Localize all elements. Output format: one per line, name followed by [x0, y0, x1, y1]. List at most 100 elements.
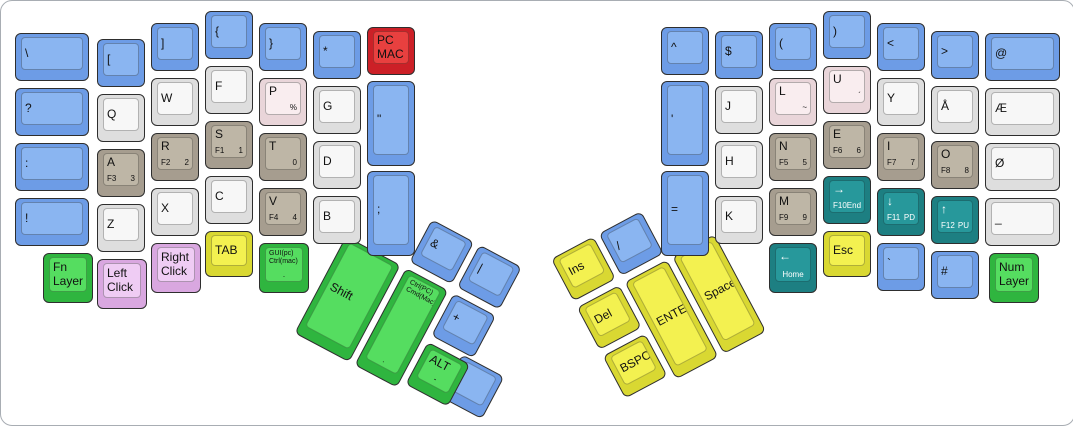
- key-right-bracket-label: ]: [161, 35, 165, 50]
- key-h-label: H: [725, 153, 734, 168]
- key-at-label: @: [995, 45, 1008, 60]
- key-equals[interactable]: =: [661, 171, 709, 256]
- key-arrow-down-label: ↓: [887, 194, 893, 208]
- key-q[interactable]: Q: [97, 94, 145, 142]
- key-arrow-right-sublabel: End: [846, 201, 862, 210]
- key-plus-label: +: [449, 309, 463, 325]
- key-bspc-top: BSPC: [609, 339, 658, 386]
- key-semicolon[interactable]: ;: [367, 171, 415, 256]
- key-esc[interactable]: Esc: [823, 231, 871, 277]
- key-u[interactable]: U´: [823, 66, 871, 114]
- key-colon[interactable]: :: [15, 143, 89, 191]
- key-a-sublabel: F3: [107, 174, 117, 183]
- key-z[interactable]: Z: [97, 204, 145, 252]
- key-o-sublabel: 8: [964, 166, 969, 175]
- key-hash-label: #: [941, 263, 948, 278]
- key-right-bracket[interactable]: ]: [151, 23, 199, 71]
- key-aring-label: Å: [941, 98, 950, 113]
- key-ctrl-cmd-sublabel: .: [381, 355, 388, 365]
- key-double-quote[interactable]: ": [367, 81, 415, 166]
- key-left-brace[interactable]: {: [205, 11, 253, 59]
- key-c[interactable]: C: [205, 176, 253, 224]
- key-y-label: Y: [887, 90, 896, 105]
- key-left-bracket[interactable]: [: [97, 39, 145, 87]
- key-aring[interactable]: Å: [931, 86, 979, 134]
- key-g[interactable]: G: [313, 86, 361, 134]
- key-pc-mac-label: PC MAC: [377, 33, 404, 61]
- key-p[interactable]: P%: [259, 78, 307, 126]
- key-at[interactable]: @: [985, 33, 1060, 81]
- key-question[interactable]: ?: [15, 88, 89, 136]
- key-caret-label: ^: [671, 39, 677, 54]
- key-h[interactable]: H: [715, 141, 763, 189]
- key-ae[interactable]: Æ: [985, 88, 1060, 136]
- key-at-top: @: [991, 37, 1054, 70]
- key-thumb-blue-label: [461, 377, 486, 390]
- key-apostrophe[interactable]: ': [661, 81, 709, 166]
- key-caret-top: ^: [667, 31, 703, 64]
- key-less-than[interactable]: <: [877, 23, 925, 71]
- key-n-sublabel: 5: [802, 158, 807, 167]
- key-hash[interactable]: #: [931, 251, 979, 299]
- key-z-label: Z: [107, 216, 115, 231]
- key-y[interactable]: Y: [877, 78, 925, 126]
- key-k[interactable]: K: [715, 196, 763, 244]
- key-i-label: I: [887, 139, 891, 153]
- key-gui-sublabel: .: [282, 270, 286, 279]
- key-l-top: L~: [775, 82, 811, 115]
- key-right-click[interactable]: Right Click: [151, 243, 201, 293]
- key-v-sublabel: F4: [269, 213, 279, 222]
- key-right-brace[interactable]: }: [259, 23, 307, 71]
- key-backtick[interactable]: `: [877, 243, 925, 291]
- key-oslash[interactable]: Ø: [985, 143, 1060, 191]
- key-x-label: X: [161, 200, 170, 215]
- key-ampersand-label: &: [428, 235, 442, 252]
- key-x[interactable]: X: [151, 188, 199, 236]
- key-fn-layer[interactable]: Fn Layer: [43, 253, 93, 303]
- key-gui[interactable]: GUI(pc) Ctrl(mac).: [259, 243, 309, 293]
- key-home[interactable]: ←Home: [769, 243, 817, 293]
- key-t-sublabels: 0: [269, 159, 297, 167]
- key-y-top: Y: [883, 82, 919, 115]
- key-left-click[interactable]: Left Click: [97, 259, 147, 309]
- key-backslash-label: \: [25, 45, 29, 60]
- key-w[interactable]: W: [151, 78, 199, 126]
- key-tab[interactable]: TAB: [205, 231, 253, 277]
- key-greater-than[interactable]: >: [931, 31, 979, 79]
- key-space-label: Space: [701, 274, 739, 304]
- key-backslash[interactable]: \: [15, 33, 89, 81]
- key-num-layer[interactable]: Num Layer: [989, 253, 1039, 303]
- key-l[interactable]: L~: [769, 78, 817, 126]
- key-f[interactable]: F: [205, 66, 253, 114]
- key-c-top: C: [211, 180, 247, 213]
- key-dollar[interactable]: $: [715, 31, 763, 79]
- key-underscore[interactable]: _: [985, 198, 1060, 246]
- key-right-paren[interactable]: ): [823, 11, 871, 59]
- key-b[interactable]: B: [313, 196, 361, 244]
- key-l-label: L: [779, 84, 786, 98]
- key-caret[interactable]: ^: [661, 27, 709, 75]
- key-pc-mac[interactable]: PC MAC: [367, 27, 415, 75]
- key-d[interactable]: D: [313, 141, 361, 189]
- key-j[interactable]: J: [715, 86, 763, 134]
- key-left-paren[interactable]: (: [769, 23, 817, 71]
- key-asterisk[interactable]: *: [313, 31, 361, 79]
- key-w-top: W: [157, 82, 193, 115]
- key-exclamation[interactable]: !: [15, 198, 89, 246]
